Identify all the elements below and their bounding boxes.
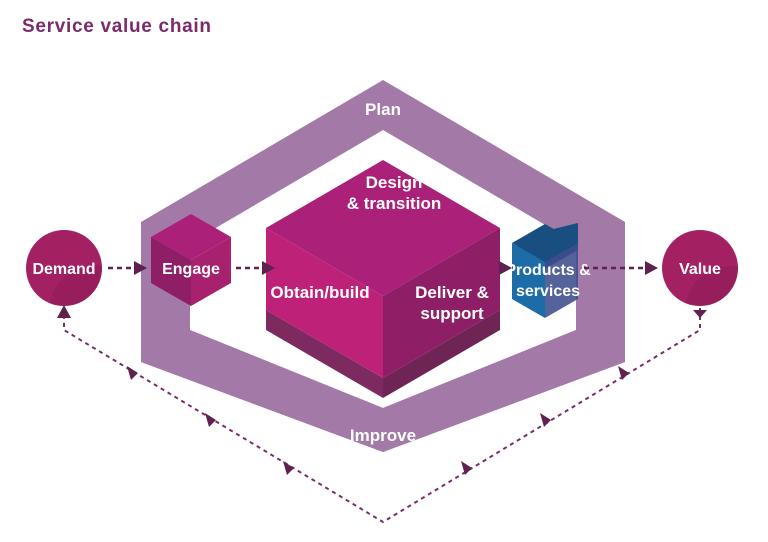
cube-central-left-label: Obtain/build <box>270 283 369 302</box>
node-value[interactable]: Value <box>662 230 768 350</box>
cube-central-right-label-line1: Deliver & <box>415 283 489 302</box>
cube-products-label-line1: Products & <box>505 262 591 279</box>
band-label-improve: Improve <box>350 426 416 445</box>
feedback-arrow-l1 <box>283 461 294 475</box>
node-value-shade <box>686 266 738 306</box>
cube-products-label-line2: services <box>516 283 580 300</box>
feedback-loop-arrowheads <box>57 305 707 475</box>
cube-central-top-label-line1: Design <box>366 173 423 192</box>
cube-central-left-face <box>266 228 383 378</box>
node-demand[interactable]: Demand <box>26 230 142 350</box>
band-label-plan: Plan <box>365 100 401 119</box>
feedback-loop <box>57 305 707 524</box>
hex-ring-lower-left-facet <box>141 330 383 452</box>
node-demand-label: Demand <box>32 261 95 278</box>
cube-central-base-right <box>383 310 500 398</box>
cube-products-right-face <box>545 243 578 318</box>
feedback-stub-at-value <box>693 310 707 318</box>
feedback-arrowhead-into-demand <box>57 305 71 318</box>
node-demand-shade <box>50 266 102 306</box>
cube-products-services[interactable]: Products & services <box>505 223 591 318</box>
feedback-loop-path <box>63 308 701 524</box>
cube-products-left-face <box>512 243 545 318</box>
cube-engage-label: Engage <box>162 261 220 278</box>
node-value-label: Value <box>679 261 721 278</box>
arrowhead-to-products <box>499 261 512 275</box>
page-title: Service value chain <box>22 16 212 37</box>
cube-central-right-label-line2: support <box>420 304 484 323</box>
cube-engage[interactable]: Engage <box>151 214 231 306</box>
arrowhead-to-value <box>645 261 658 275</box>
cube-central-right-face <box>383 228 500 378</box>
hex-ring-band: Plan Improve <box>141 80 625 452</box>
cube-engage-right-face <box>191 237 231 306</box>
feedback-arrow-l2 <box>205 413 216 427</box>
forward-connector-arrowheads <box>134 261 658 275</box>
hex-ring-lower-right-facet <box>383 330 625 452</box>
feedback-arrow-r2 <box>540 413 551 427</box>
feedback-arrow-r1 <box>618 366 629 380</box>
arrowhead-to-engage <box>134 261 147 275</box>
cube-engage-left-face <box>151 237 191 306</box>
cube-central[interactable]: Design & transition Obtain/build Deliver… <box>266 160 500 398</box>
feedback-arrow-l3 <box>127 366 138 380</box>
cube-central-base-left <box>266 310 383 398</box>
arrowhead-to-central <box>262 261 275 275</box>
feedback-arrow-r3 <box>461 461 472 475</box>
cube-central-top-label-line2: & transition <box>347 194 441 213</box>
hex-ring-shape <box>141 80 625 452</box>
